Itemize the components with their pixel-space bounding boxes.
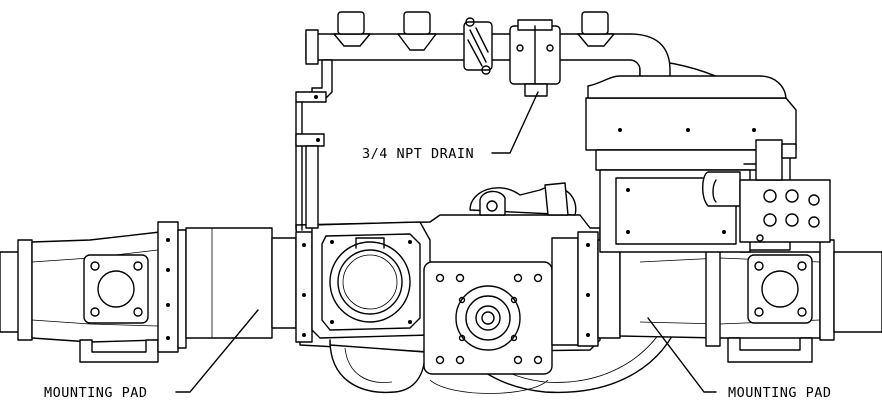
drain-label: 3/4 NPT DRAIN bbox=[362, 146, 474, 162]
upper-manifold bbox=[295, 11, 671, 231]
right-mounting-leader bbox=[647, 317, 717, 393]
left-mounting-leader bbox=[175, 309, 259, 393]
left-discharge-assembly bbox=[0, 221, 297, 363]
drain-leader-line bbox=[491, 91, 539, 154]
left-mounting-pad-label: MOUNTING PAD bbox=[44, 385, 148, 401]
right-discharge-assembly bbox=[597, 237, 882, 363]
engine-block bbox=[585, 75, 831, 253]
central-pump-body bbox=[295, 182, 601, 394]
right-mounting-pad-label: MOUNTING PAD bbox=[728, 385, 832, 401]
